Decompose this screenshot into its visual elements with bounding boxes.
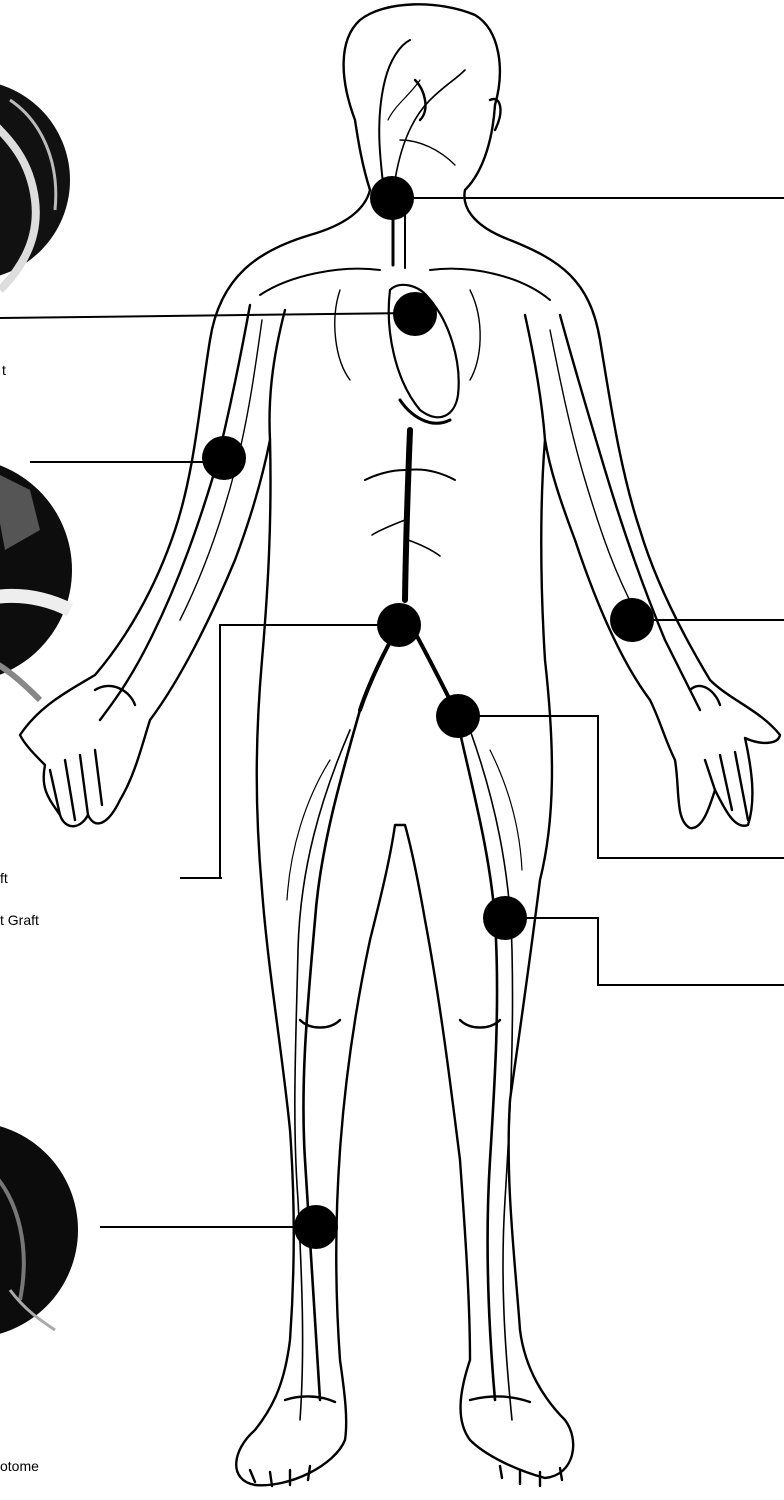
marker-thigh [483, 896, 527, 940]
label-upper-left: t [2, 362, 6, 378]
photo-inset-upper [0, 80, 70, 290]
marker-right-forearm [610, 598, 654, 642]
callout-iliac [458, 716, 784, 858]
label-mid-left-a: ft [0, 870, 8, 886]
marker-heart [393, 292, 437, 336]
callout-lines [0, 198, 784, 1227]
label-mid-left-b: t Graft [0, 912, 39, 928]
marker-lower-leg [294, 1205, 338, 1249]
site-markers [202, 176, 654, 1249]
label-bottom-left: otome [0, 1458, 39, 1474]
photo-inset-middle [0, 458, 72, 700]
callout-heart [0, 313, 414, 318]
marker-aorta [377, 603, 421, 647]
vessel-network [100, 40, 700, 1420]
callout-thigh [505, 918, 784, 985]
callout-aorta [220, 625, 398, 878]
body-outline [20, 4, 780, 1486]
marker-iliac [436, 694, 480, 738]
photo-inset-lower [0, 1122, 78, 1338]
marker-carotid [370, 176, 414, 220]
marker-left-arm [202, 436, 246, 480]
